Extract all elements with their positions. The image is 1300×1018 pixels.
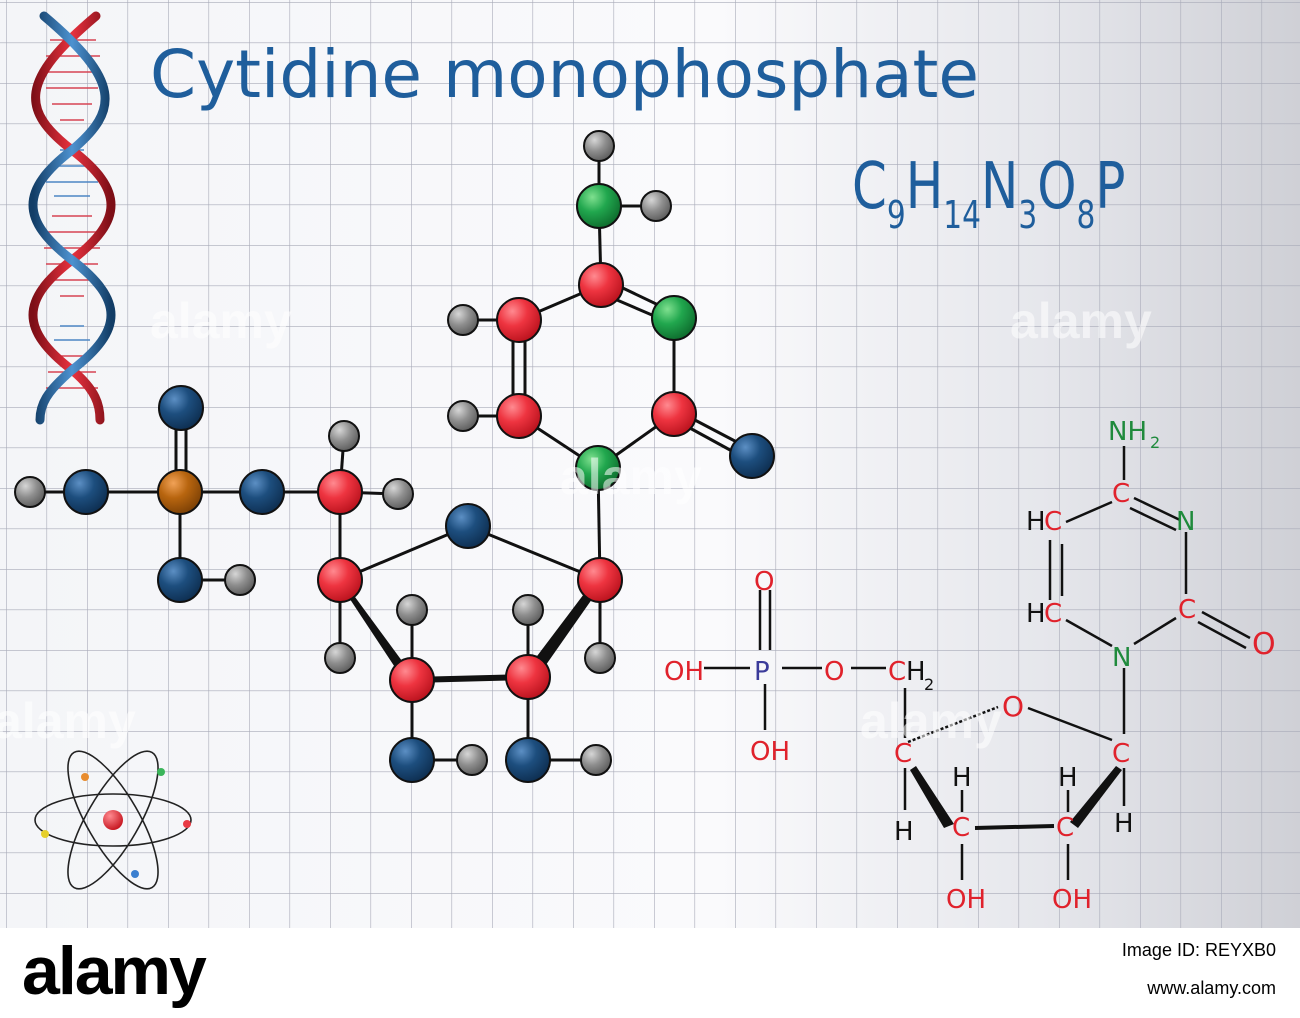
label-h-c5: H (1026, 507, 1046, 537)
formula-c: C (852, 150, 887, 224)
watermark: alamy (1010, 293, 1152, 349)
hydrogen-atom (584, 642, 616, 674)
label-phosphate-oh-bottom: OH (750, 737, 790, 767)
carbon-atom (577, 557, 623, 603)
carbon-atom (389, 657, 435, 703)
label-ch2-c: C (888, 657, 906, 687)
label-ch2-sub: 2 (924, 675, 934, 694)
oxygen-atom (505, 737, 551, 783)
hydrogen-atom (580, 744, 612, 776)
oxygen-atom (157, 557, 203, 603)
hydrogen-atom (224, 564, 256, 596)
ball-stick-wedges (336, 578, 604, 684)
label-nh2-sub: 2 (1150, 433, 1160, 452)
formula-h-count: 14 (943, 193, 981, 237)
diagram-canvas: NH 2 C N H C H C C O N O P O OH OH C H 2… (0, 0, 1300, 928)
hydrogen-atom (14, 476, 46, 508)
nitrogen-atom (576, 183, 622, 229)
label-h-c1-prime: H (1114, 809, 1134, 839)
label-c3-prime: C (952, 813, 970, 843)
hydrogen-atom (324, 642, 356, 674)
formula-o: O (1037, 150, 1077, 224)
label-c6: C (1044, 599, 1062, 629)
label-nh2: NH (1108, 417, 1147, 447)
label-h-c2-prime: H (1058, 763, 1078, 793)
structural-labels: NH 2 C N H C H C C O N O P O OH OH C H 2… (664, 417, 1276, 915)
label-h-c4-prime: H (894, 817, 914, 847)
dna-helix-icon (28, 11, 116, 425)
carbon-atom (496, 393, 542, 439)
oxygen-atom (729, 433, 775, 479)
hydrogen-atom (396, 594, 428, 626)
label-phosphate-bridge-o: O (824, 657, 844, 687)
hydrogen-atom (447, 304, 479, 336)
carbon-atom (651, 391, 697, 437)
oxygen-atom (158, 385, 204, 431)
watermark: alamy (150, 293, 292, 349)
label-ch2-h: H (906, 657, 926, 687)
label-h-c3-prime: H (952, 763, 972, 793)
hydrogen-atom (328, 420, 360, 452)
carbon-atom (578, 262, 624, 308)
molecular-formula: C9H14N3O8P (852, 150, 1126, 237)
hydrogen-atom (456, 744, 488, 776)
watermark: alamy (860, 693, 1002, 749)
ball-stick-atoms (14, 130, 775, 783)
hydrogen-atom (382, 478, 414, 510)
label-c4: C (1112, 479, 1130, 509)
label-n3: N (1176, 507, 1195, 537)
diagram-title: Cytidine monophosphate (150, 36, 980, 113)
label-h-c6: H (1026, 599, 1046, 629)
carbon-atom (317, 469, 363, 515)
label-c2: C (1178, 595, 1196, 625)
label-phosphorus: P (754, 657, 770, 687)
formula-h: H (905, 150, 944, 224)
label-n1: N (1112, 643, 1131, 673)
oxygen-atom (389, 737, 435, 783)
formula-n-count: 3 (1018, 193, 1038, 237)
label-c5: C (1044, 507, 1062, 537)
hydrogen-atom (447, 400, 479, 432)
hydrogen-atom (583, 130, 615, 162)
structural-wedges (910, 766, 1122, 828)
watermark: alamy (560, 449, 702, 505)
stock-footer: alamy Image ID: REYXB0 www.alamy.com (0, 928, 1300, 1018)
label-c4-prime: C (894, 739, 912, 769)
label-oh-c3-prime: OH (946, 885, 986, 915)
structural-bonds (704, 446, 1251, 880)
phosphorus-atom (157, 469, 203, 515)
oxygen-atom (445, 503, 491, 549)
label-oh-c2-prime: OH (1052, 885, 1092, 915)
label-phosphate-o-top: O (754, 567, 774, 597)
hydrogen-atom (512, 594, 544, 626)
carbon-atom (505, 654, 551, 700)
nitrogen-atom (575, 445, 621, 491)
oxygen-atom (63, 469, 109, 515)
label-phosphate-oh-left: OH (664, 657, 704, 687)
formula-c-count: 9 (886, 193, 906, 237)
atom-icon (34, 750, 192, 890)
image-id: Image ID: REYXB0 (1121, 940, 1276, 960)
label-c1-prime: C (1112, 739, 1130, 769)
carbon-atom (317, 557, 363, 603)
watermark: alamy (0, 693, 136, 749)
label-ring-o: O (1002, 690, 1024, 723)
oxygen-atom (239, 469, 285, 515)
label-c2-prime: C (1056, 813, 1074, 843)
notebook-sheet: NH 2 C N H C H C C O N O P O OH OH C H 2… (0, 0, 1300, 928)
label-carbonyl-o: O (1252, 627, 1276, 662)
brand-logo: alamy (22, 933, 207, 1009)
formula-p: P (1095, 150, 1126, 224)
site-url: www.alamy.com (1147, 978, 1276, 998)
carbon-atom (496, 297, 542, 343)
hydrogen-atom (640, 190, 672, 222)
formula-o-count: 8 (1076, 193, 1096, 237)
formula-n: N (980, 150, 1019, 224)
nitrogen-atom (651, 295, 697, 341)
